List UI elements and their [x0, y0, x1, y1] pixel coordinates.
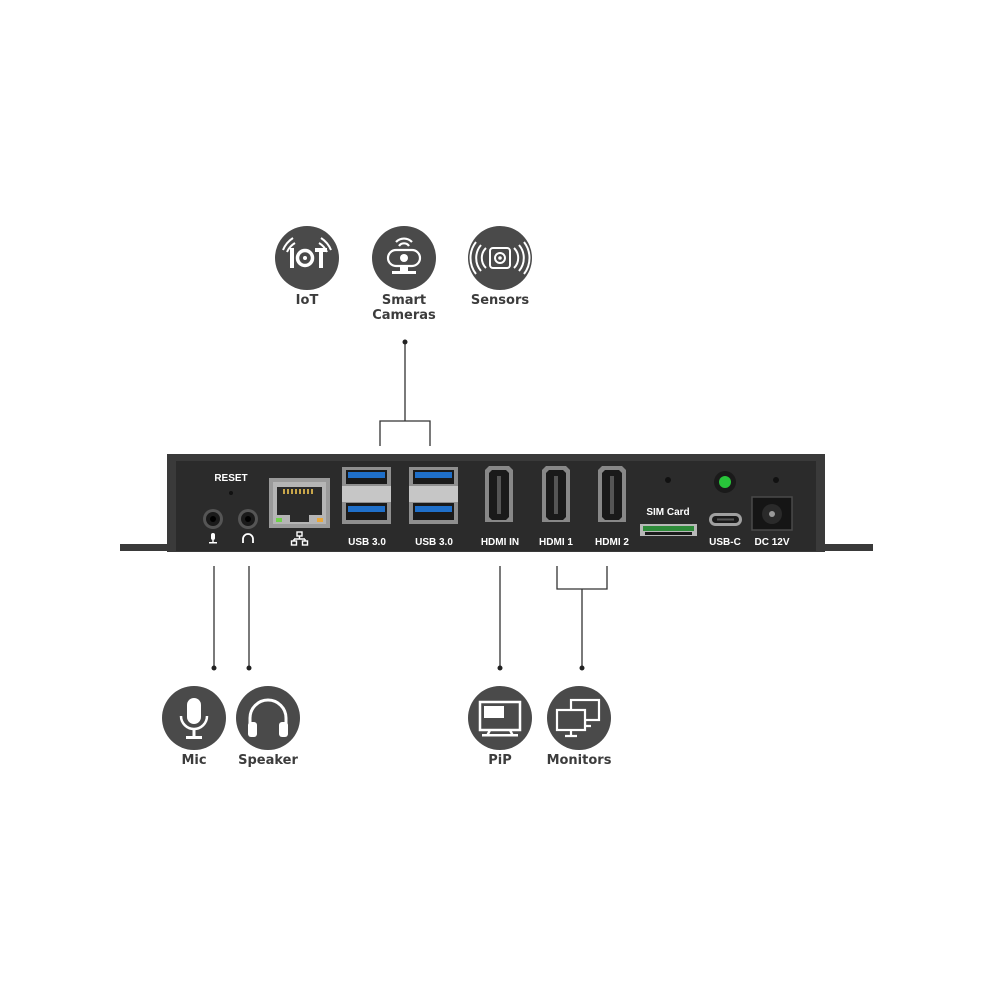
right-mounting-flange — [820, 544, 873, 551]
usb-label-a: USB 3.0 — [348, 537, 386, 548]
hdmi-2-port[interactable] — [598, 466, 626, 522]
usb-bracket-line — [379, 343, 431, 446]
hdmi-1-label: HDMI 1 — [539, 537, 573, 548]
usb-c-label: USB-C — [709, 537, 741, 548]
dc-indicator-hole — [773, 477, 779, 483]
microphone-icon — [162, 686, 226, 750]
headphones-icon — [236, 686, 300, 750]
sensors-label: Sensors — [470, 293, 530, 308]
power-led[interactable] — [714, 471, 736, 493]
mic-small-icon — [209, 533, 217, 544]
reset-label: RESET — [214, 473, 248, 484]
iot-label: IoT — [295, 293, 319, 308]
mic-label: Mic — [181, 753, 207, 768]
headphone-jack[interactable] — [238, 509, 258, 529]
monitors-icon — [547, 686, 611, 750]
monitors-label: Monitors — [546, 753, 612, 768]
dc-12v-label: DC 12V — [754, 537, 790, 548]
usb-c-port[interactable] — [709, 513, 742, 526]
sim-card-slot[interactable] — [640, 524, 697, 536]
connector-lines — [213, 343, 608, 668]
dc-12v-jack[interactable] — [751, 496, 793, 531]
smart-cameras-label: Smart Cameras — [372, 293, 436, 323]
network-small-icon — [290, 531, 309, 546]
usb-stack-a[interactable] — [342, 467, 391, 524]
speaker-label: Speaker — [238, 753, 298, 768]
webcam-icon — [372, 226, 436, 290]
mic-jack[interactable] — [203, 509, 223, 529]
usb-label-b: USB 3.0 — [415, 537, 453, 548]
tv-icon — [468, 686, 532, 750]
sensor-icon — [468, 226, 532, 290]
hdmi-2-label: HDMI 2 — [595, 537, 629, 548]
reset-pinhole[interactable] — [229, 491, 233, 495]
left-mounting-flange — [120, 544, 172, 551]
headphone-small-icon — [242, 533, 254, 543]
pip-label: PiP — [488, 753, 512, 768]
iot-icon — [275, 226, 339, 290]
sim-indicator-hole — [665, 477, 671, 483]
ethernet-port[interactable] — [269, 478, 330, 528]
hdmi-bracket-line — [556, 566, 608, 668]
connector-dots — [211, 339, 585, 671]
hdmi-in-label: HDMI IN — [480, 537, 520, 548]
hdmi-1-port[interactable] — [542, 466, 570, 522]
usb-stack-b[interactable] — [409, 467, 458, 524]
hdmi-in-port[interactable] — [485, 466, 513, 522]
sim-card-label: SIM Card — [646, 507, 690, 518]
